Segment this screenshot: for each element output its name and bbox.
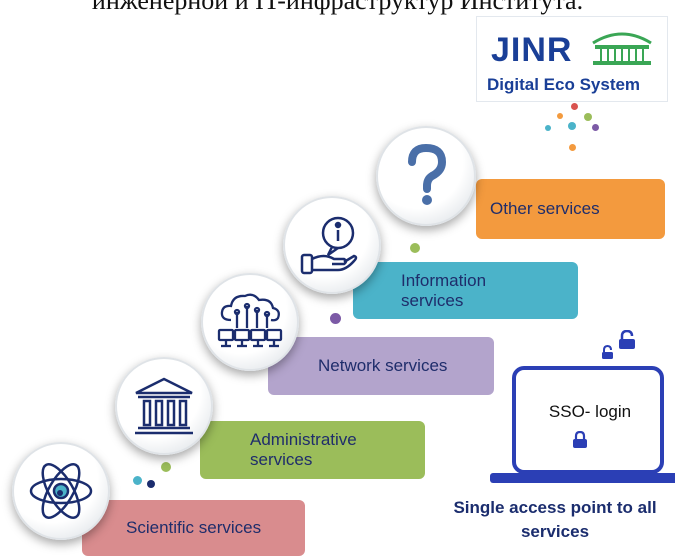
decor-dot (592, 124, 599, 131)
service-label: Scientific services (126, 518, 262, 537)
service-bar-network[interactable]: Network services (268, 337, 494, 395)
network-cloud-icon (217, 293, 283, 348)
decor-dot (133, 476, 142, 485)
service-label: Network services (318, 356, 448, 375)
decor-dot (161, 462, 171, 472)
sso-login-label[interactable]: SSO- login (548, 402, 632, 421)
network-services-badge (201, 273, 299, 371)
information-services-badge (283, 196, 381, 294)
atom-icon (29, 463, 93, 519)
decor-dot (330, 313, 341, 324)
decor-dot (569, 144, 576, 151)
logo-subtitle: Digital Eco System (487, 75, 641, 94)
service-label: Other services (490, 199, 600, 218)
padlock-icon (619, 330, 635, 349)
decor-dot (571, 103, 578, 110)
decor-dot (147, 480, 155, 488)
service-bar-information[interactable]: Information services (353, 262, 578, 319)
service-label: services (250, 450, 313, 469)
decor-dot (557, 113, 563, 119)
decor-dot (584, 113, 592, 121)
service-label: Information (401, 270, 487, 290)
logo-title: JINR (491, 31, 573, 69)
padlock-icon (573, 431, 587, 448)
header-text: инженерной и IT-инфраструктур Института. (91, 0, 584, 15)
decor-dot (545, 125, 551, 131)
service-bar-administrative[interactable]: Administrative services (200, 421, 425, 479)
service-label: services (401, 290, 464, 310)
service-bar-other[interactable]: Other services (476, 179, 665, 239)
service-bar-scientific[interactable]: Scientific services (82, 500, 305, 556)
sso-tagline: Single access point to all services (453, 498, 657, 541)
other-services-badge (376, 126, 476, 226)
question-mark-icon (408, 144, 447, 205)
building-logo-icon (592, 32, 652, 65)
decor-dot (568, 122, 576, 130)
laptop-screen (512, 366, 664, 474)
information-hand-icon (300, 216, 358, 275)
scientific-services-badge (12, 442, 110, 540)
decor-dot (410, 243, 420, 253)
administrative-services-badge (115, 357, 213, 455)
jinr-logo: JINR Digital Eco System (476, 16, 668, 102)
padlock-icon (602, 345, 613, 359)
service-label: Administrative (250, 430, 357, 449)
laptop-base (490, 473, 675, 483)
government-building-icon (135, 377, 193, 435)
